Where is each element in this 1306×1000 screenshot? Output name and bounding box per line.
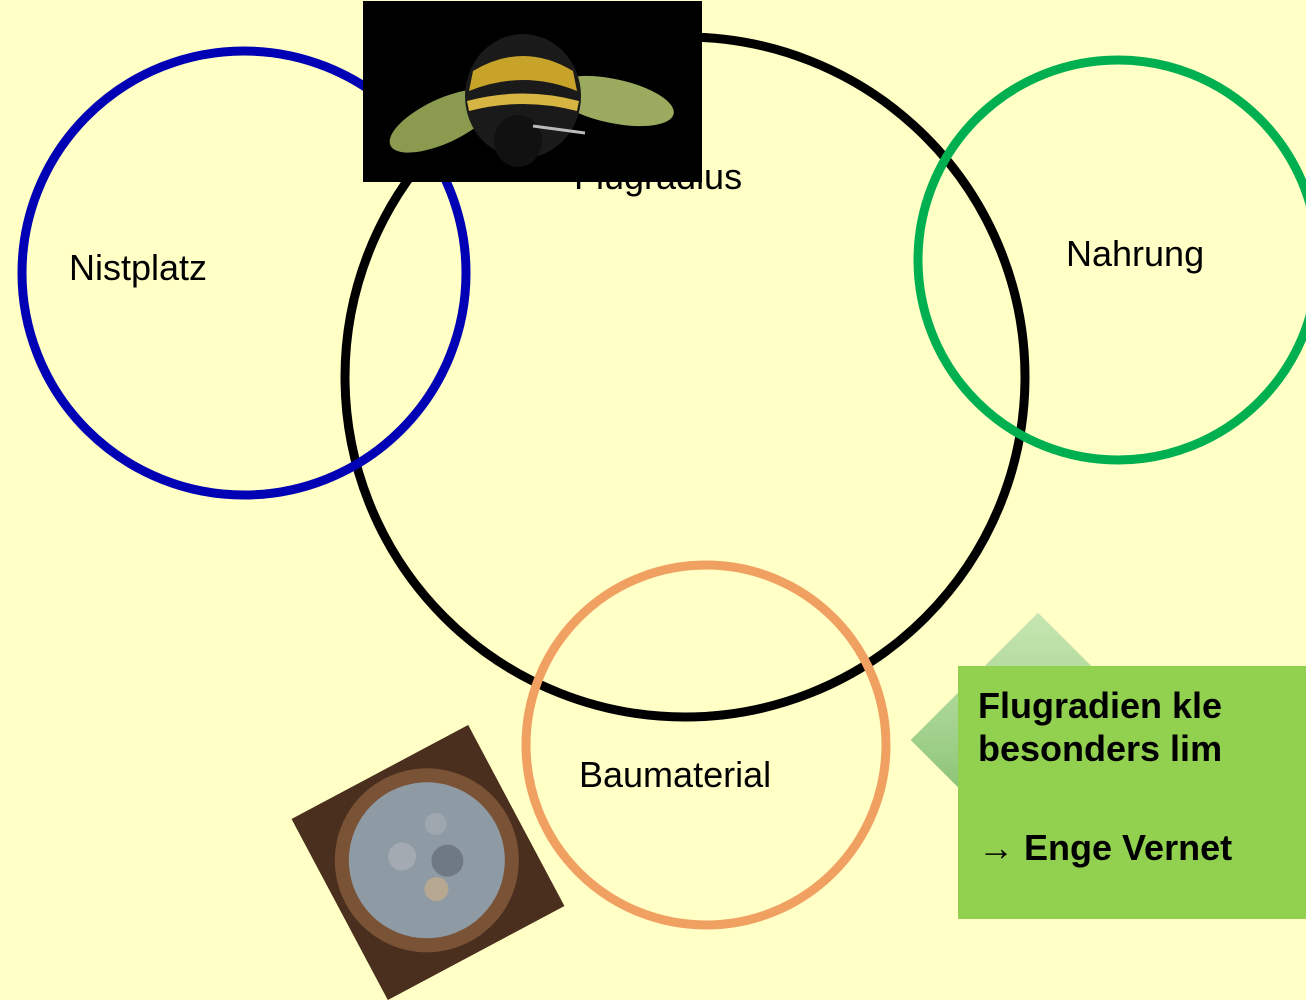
callout-line-1: Flugradien kle <box>978 684 1306 727</box>
ring-material <box>526 565 886 925</box>
callout-line-2: besonders lim <box>978 727 1306 770</box>
callout-box: Flugradien kle besonders lim → Enge Vern… <box>958 666 1306 919</box>
label-nest-site: Nistplatz <box>69 247 207 289</box>
label-material: Baumaterial <box>579 754 771 796</box>
bumblebee-photo <box>363 1 702 182</box>
label-food: Nahrung <box>1066 233 1204 275</box>
callout-line-3: → Enge Vernet <box>978 826 1306 869</box>
callout-gap <box>978 770 1306 826</box>
